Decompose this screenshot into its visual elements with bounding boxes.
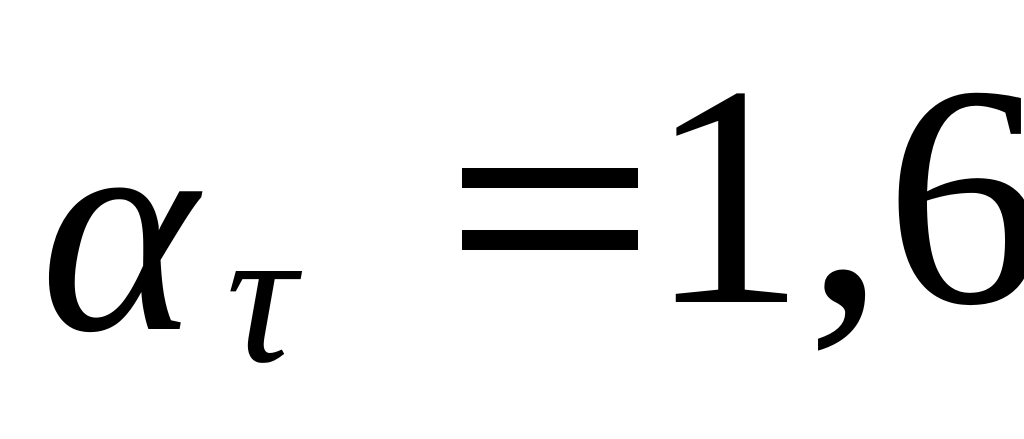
formula-value: 1,6 <box>648 21 1024 371</box>
alpha-symbol: α <box>40 62 198 394</box>
tau-subscript: τ <box>226 187 297 404</box>
equals-top-bar <box>462 168 638 188</box>
equals-bottom-bar <box>462 230 638 250</box>
equals-sign <box>462 168 638 250</box>
